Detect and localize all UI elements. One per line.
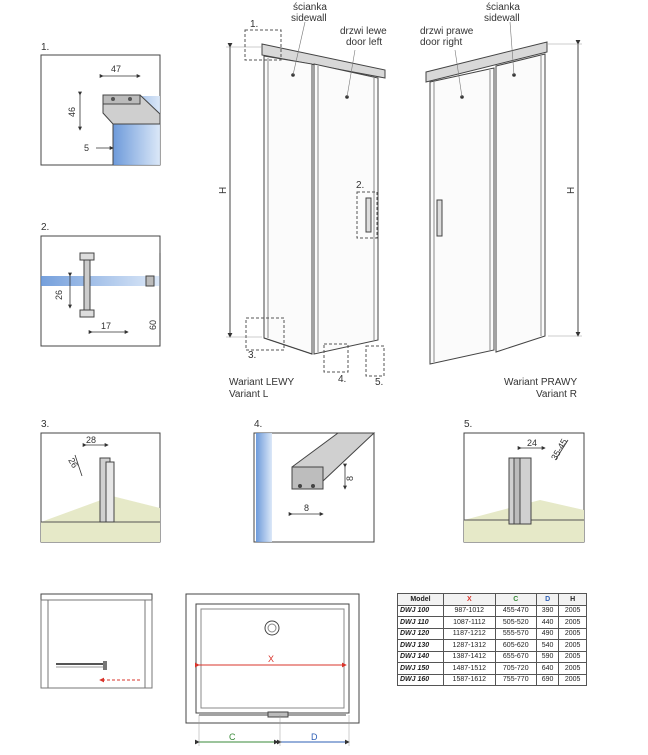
- header-x: X: [442, 593, 496, 606]
- callout-1: 1.: [250, 19, 258, 30]
- cell-x: 1487-1512: [442, 662, 496, 675]
- detail-3: 3. 28 26: [40, 419, 161, 543]
- height-label-right: H: [566, 187, 577, 194]
- right-sidewall-label-pl: ścianka: [486, 2, 520, 13]
- callout-4: 4.: [338, 374, 346, 385]
- detail-1-label: 1.: [41, 42, 49, 53]
- detail-3-a: 26: [66, 456, 80, 470]
- height-label-left: H: [218, 187, 229, 194]
- cell-h: 2005: [558, 639, 587, 652]
- detail-5-label: 5.: [464, 419, 472, 430]
- cell-h: 2005: [558, 650, 587, 663]
- cell-model: DWJ 140: [397, 650, 444, 663]
- detail-4-b: 8: [304, 503, 309, 513]
- cell-model: DWJ 120: [397, 627, 444, 640]
- cell-x: 1587-1612: [442, 673, 496, 686]
- detail-3-b: 28: [86, 435, 96, 445]
- variant-left-title-en: Variant L: [229, 389, 269, 400]
- cell-c: 655-670: [494, 650, 537, 663]
- cell-h: 2005: [558, 616, 587, 629]
- variant-right-title-pl: Wariant PRAWY: [504, 377, 577, 388]
- detail-1: 1. 47 46 5: [40, 42, 161, 166]
- left-sidewall-label-pl: ścianka: [293, 2, 327, 13]
- callout-3: 3.: [248, 350, 256, 361]
- cell-c: 455-470: [494, 604, 537, 617]
- cell-model: DWJ 110: [397, 616, 444, 629]
- detail-2-a: 26: [54, 290, 64, 300]
- detail-2: 2. 26 17 60: [40, 222, 161, 347]
- header-c: C: [494, 593, 537, 606]
- cell-d: 440: [535, 616, 560, 629]
- cell-c: 755-770: [494, 673, 537, 686]
- cell-d: 540: [535, 639, 560, 652]
- plan-x-label: X: [268, 654, 274, 664]
- cell-d: 390: [535, 604, 560, 617]
- plan-view: X C D: [185, 593, 360, 746]
- cell-model: DWJ 150: [397, 662, 444, 675]
- detail-1-height: 46: [67, 107, 77, 117]
- callout-2: 2.: [356, 180, 364, 191]
- cell-x: 1287-1312: [442, 639, 496, 652]
- cell-x: 1087-1112: [442, 616, 496, 629]
- cell-d: 690: [535, 673, 560, 686]
- cell-h: 2005: [558, 627, 587, 640]
- detail-1-offset: 5: [84, 143, 89, 153]
- left-door-label-pl: drzwi lewe: [340, 26, 387, 37]
- cell-h: 2005: [558, 604, 587, 617]
- door-opening-schematic: [40, 593, 153, 689]
- detail-2-label: 2.: [41, 222, 49, 233]
- left-sidewall-label-en: sidewall: [291, 13, 327, 24]
- right-variant-elevation: [425, 21, 582, 365]
- cell-model: DWJ 160: [397, 673, 444, 686]
- detail-4-label: 4.: [254, 419, 262, 430]
- right-door-label-pl: drzwi prawe: [420, 26, 474, 37]
- detail-4: 4. 8 8: [253, 419, 376, 543]
- cell-d: 640: [535, 662, 560, 675]
- cell-c: 605-620: [494, 639, 537, 652]
- cell-c: 505-520: [494, 616, 537, 629]
- detail-5-a: 24: [527, 438, 537, 448]
- cell-d: 590: [535, 650, 560, 663]
- detail-2-c: 60: [148, 320, 158, 330]
- cell-x: 1387-1412: [442, 650, 496, 663]
- variant-right-title-en: Variant R: [536, 389, 577, 400]
- cell-d: 490: [535, 627, 560, 640]
- detail-3-label: 3.: [41, 419, 49, 430]
- cell-h: 2005: [558, 673, 587, 686]
- detail-5: 5. 24 35-45: [463, 419, 585, 543]
- cell-c: 555-570: [494, 627, 537, 640]
- right-door-label-en: door right: [420, 37, 462, 48]
- cell-x: 987-1012: [442, 604, 496, 617]
- variant-left-title-pl: Wariant LEWY: [229, 377, 295, 388]
- table-header-row: Model X C D H: [397, 593, 587, 606]
- plan-d-label: D: [311, 732, 318, 742]
- cell-c: 705-720: [494, 662, 537, 675]
- cell-h: 2005: [558, 662, 587, 675]
- cell-model: DWJ 130: [397, 639, 444, 652]
- right-sidewall-label-en: sidewall: [484, 13, 520, 24]
- left-variant-elevation: [226, 21, 386, 377]
- left-door-label-en: door left: [346, 37, 382, 48]
- cell-model: DWJ 100: [397, 604, 444, 617]
- plan-c-label: C: [229, 732, 236, 742]
- header-model: Model: [397, 593, 444, 606]
- detail-1-width: 47: [111, 64, 121, 74]
- detail-4-a: 8: [345, 476, 355, 481]
- detail-2-b: 17: [101, 321, 111, 331]
- header-h: H: [558, 593, 587, 606]
- header-d: D: [535, 593, 560, 606]
- callout-5: 5.: [375, 377, 383, 388]
- cell-x: 1187-1212: [442, 627, 496, 640]
